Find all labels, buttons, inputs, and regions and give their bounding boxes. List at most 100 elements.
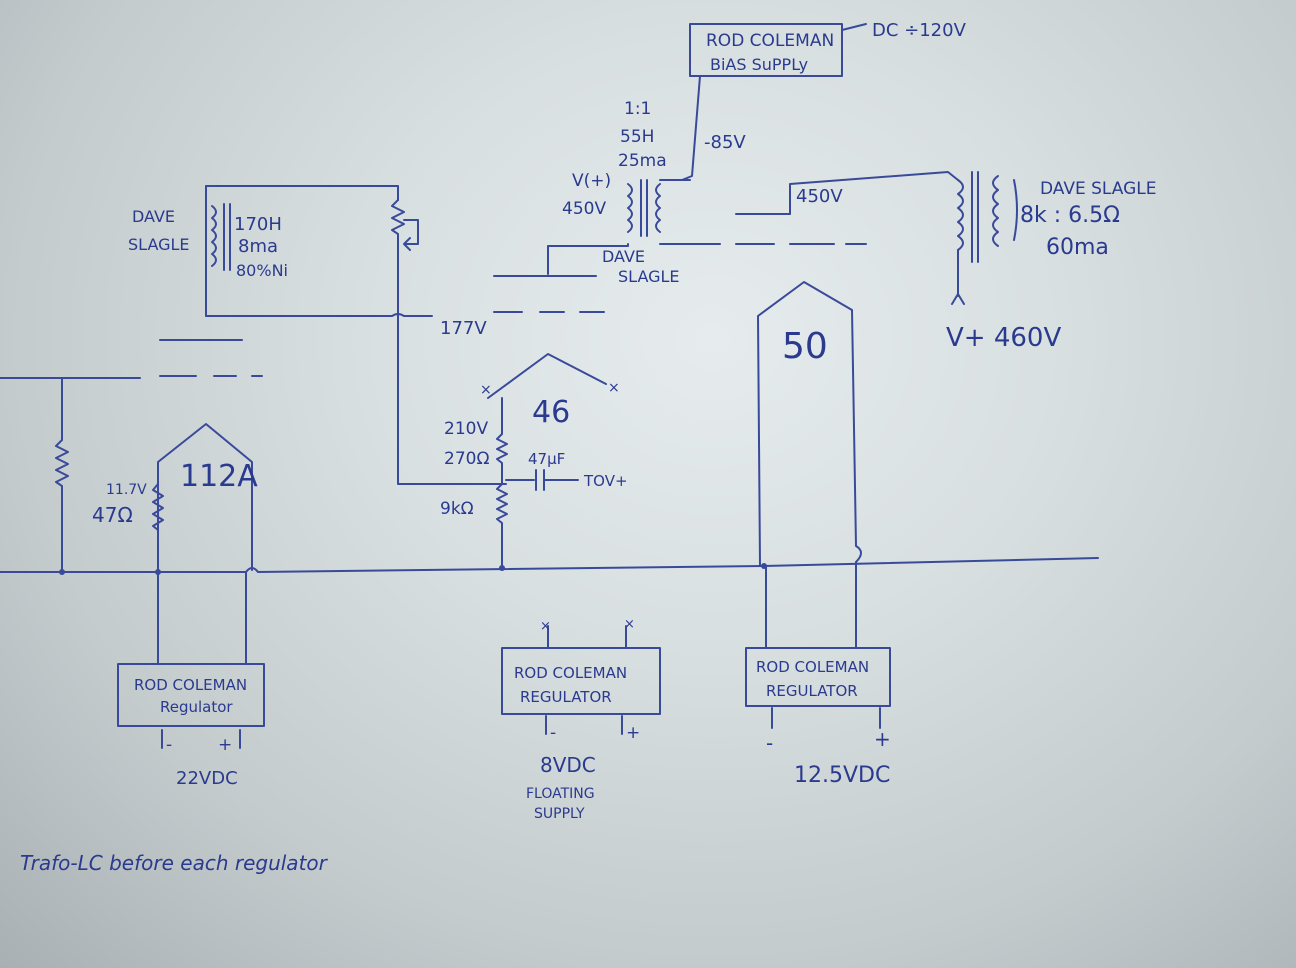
tube-50-outline	[757, 281, 862, 567]
tube-46-mark-left: ×	[480, 382, 492, 398]
regulator-1-line1: ROD COLEMAN	[134, 676, 247, 694]
output-transformer: 450V DAVE SLAGLE 8k : 6.5Ω 60ma V+ 460V	[735, 171, 1156, 353]
bias-supply-block: ROD COLEMAN BiAS SuPPLy DC ÷120V -85V	[681, 20, 967, 181]
pot-wiper	[403, 219, 419, 251]
tube-112a-resistor	[152, 483, 164, 531]
choke-core	[223, 203, 231, 271]
regulator-3-line1: ROD COLEMAN	[756, 658, 869, 676]
regulator-3-box	[745, 647, 891, 707]
bias-output-wire	[681, 75, 701, 181]
ot-supply-lead	[951, 249, 965, 305]
tube-46-resistor-bottom: 9kΩ	[440, 499, 474, 519]
ot-secondary-coil	[992, 175, 999, 247]
regulator-3-plus: +	[874, 727, 891, 751]
tube-112a: 112A 11.7V 47Ω	[55, 377, 258, 573]
tube-46-voltage: 210V	[444, 419, 488, 439]
regulator-2-note-line2: SUPPLY	[534, 806, 585, 822]
bias-supply-box	[689, 23, 843, 77]
it-current: 25ma	[618, 151, 667, 171]
regulator-2-mark-left: ×	[540, 619, 551, 634]
regulator-2-plus: +	[626, 723, 640, 743]
choke-inductance: 170H	[234, 214, 282, 235]
bias-output-label: -85V	[704, 132, 746, 153]
ot-supply: V+ 460V	[946, 323, 1061, 353]
node-voltage: 177V	[440, 318, 487, 339]
regulator-3-outputs	[771, 707, 881, 729]
regulator-3-supply: 12.5VDC	[794, 763, 890, 788]
regulator-1-box	[117, 663, 265, 727]
ot-plate-voltage: 450V	[796, 186, 843, 207]
it-primary-lead	[547, 243, 629, 275]
regulator-2-box	[501, 647, 661, 715]
regulator-1-leads	[157, 571, 247, 665]
it-inductance: 55H	[620, 127, 654, 147]
it-core	[640, 179, 648, 237]
grid-line-112a	[0, 375, 263, 379]
regulator-2-line2: REGULATOR	[520, 688, 612, 706]
regulator-3-leads	[765, 565, 857, 649]
ot-impedance: 8k : 6.5Ω	[1020, 203, 1120, 228]
footer-note: Trafo-LC before each regulator	[20, 851, 329, 875]
regulator-2-minus: -	[550, 723, 556, 743]
it-maker-line2: SLAGLE	[618, 267, 680, 286]
it-maker-line1: DAVE	[602, 247, 645, 266]
tube-50: 50	[757, 281, 862, 567]
regulator-2-mark-right: ×	[624, 617, 635, 632]
regulator-1-plus: +	[218, 735, 232, 755]
ot-current: 60ma	[1046, 235, 1109, 260]
regulator-2-supply: 8VDC	[540, 753, 596, 777]
ot-brace	[1013, 179, 1018, 241]
ot-maker: DAVE SLAGLE	[1040, 179, 1156, 199]
tube-46-capacitor-label: 47μF	[528, 450, 565, 468]
bias-supply-line2: BiAS SuPPLy	[710, 55, 808, 74]
regulator-1-line2: Regulator	[160, 698, 233, 716]
regulator-3-minus: -	[766, 731, 773, 755]
ot-core	[971, 171, 979, 263]
regulator-2-line1: ROD COLEMAN	[514, 664, 627, 682]
regulator-3: ROD COLEMAN REGULATOR - + 12.5VDC	[745, 565, 891, 788]
choke-current: 8ma	[238, 236, 278, 257]
regulator-2-leads	[547, 625, 627, 649]
tube-46-outline	[487, 353, 607, 399]
it-secondary-coil	[655, 183, 661, 233]
tube-46-cap-to: TOV+	[583, 472, 628, 490]
it-ratio: 1:1	[624, 99, 651, 119]
tube-112a-outline	[157, 423, 253, 571]
regulator-1-supply: 22VDC	[176, 768, 238, 789]
regulator-2-outputs	[545, 715, 623, 735]
regulator-1-minus: -	[166, 735, 172, 755]
cathode-feed-wire	[397, 311, 507, 485]
tube-46-capacitor	[505, 469, 579, 491]
common-bus-wire	[0, 557, 1099, 573]
tube-46-mark-right: ×	[608, 380, 620, 396]
mid-rail: 177V	[0, 243, 867, 485]
junction-dot	[499, 565, 505, 571]
bias-input-wire	[841, 23, 867, 31]
choke-core-label: 80%Ni	[236, 261, 288, 280]
it-primary-label: V(+)	[572, 171, 611, 191]
interstage-transformer: 1:1 55H 25ma V(+) 450V DAVE SLAGLE	[547, 99, 721, 286]
it-primary-voltage: 450V	[562, 199, 606, 219]
choke-top-wire	[205, 185, 399, 201]
choke-maker-line1: DAVE	[132, 207, 175, 226]
junction-dot	[59, 569, 65, 575]
tube-112a-bias: 11.7V	[106, 482, 147, 498]
choke-coil	[211, 205, 217, 267]
tube-46-resistors	[496, 397, 508, 569]
regulator-2: × × ROD COLEMAN REGULATOR - + 8VDC FLOAT…	[501, 617, 661, 822]
choke-maker-line2: SLAGLE	[128, 235, 190, 254]
regulator-2-note-line1: FLOATING	[526, 786, 595, 802]
tube-112a-label: 112A	[180, 459, 258, 494]
grid-leak-resistor	[55, 377, 69, 573]
common-bus	[0, 557, 1099, 575]
regulator-3-line2: REGULATOR	[766, 682, 858, 700]
ot-plate-wire	[735, 171, 959, 215]
bias-input-label: DC ÷120V	[872, 20, 967, 41]
it-primary-coil	[627, 183, 633, 233]
choke-block: DAVE SLAGLE 170H 8ma 80%Ni	[128, 185, 419, 317]
tube-46-resistor-top: 270Ω	[444, 449, 489, 469]
tube-112a-resistor-label: 47Ω	[92, 503, 133, 527]
bias-supply-line1: ROD COLEMAN	[706, 31, 834, 51]
